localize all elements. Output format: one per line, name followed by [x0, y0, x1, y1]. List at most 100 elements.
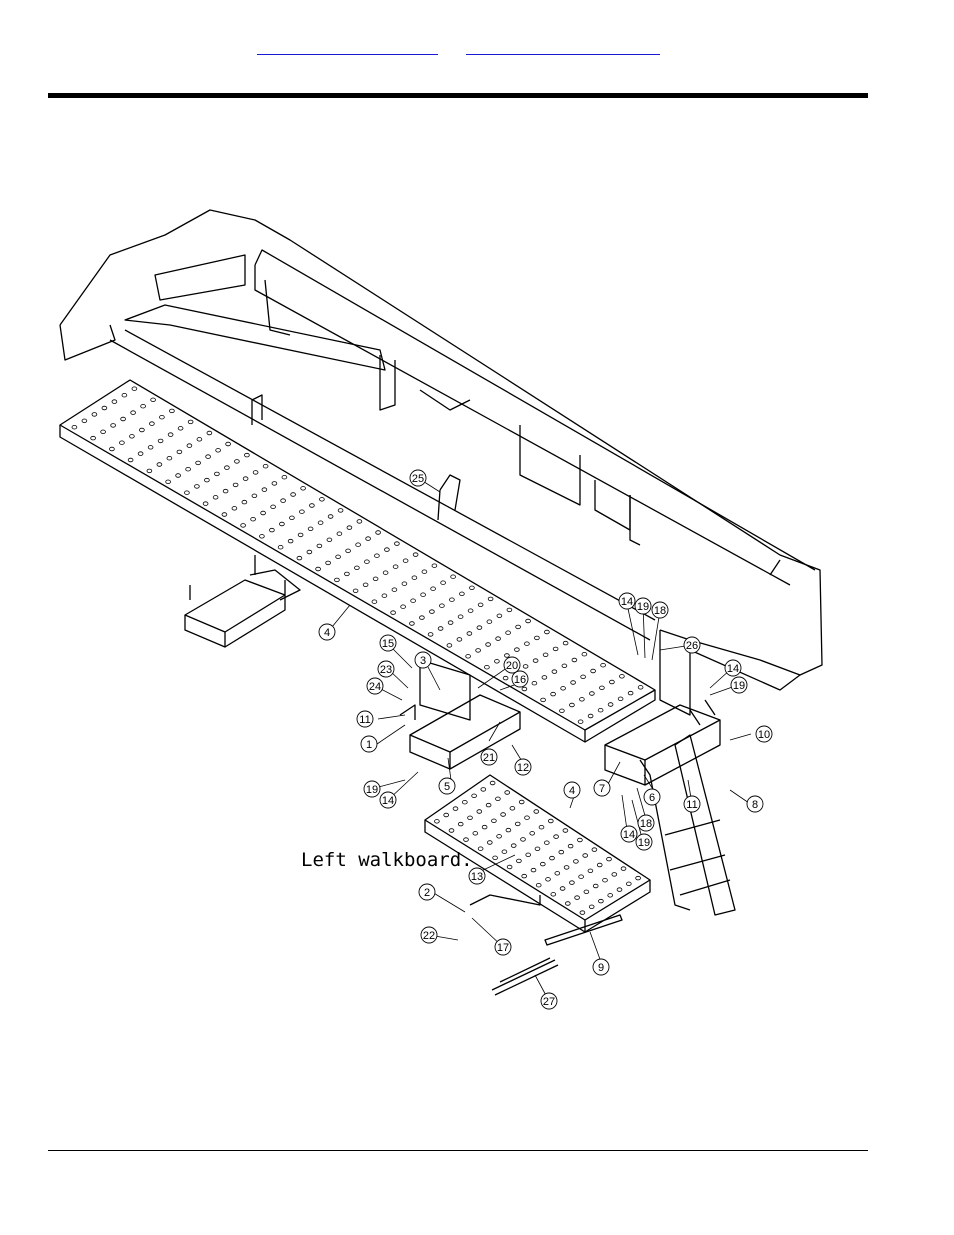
- walkboard-hole: [129, 434, 135, 439]
- walkboard-hole: [577, 837, 583, 843]
- walkboard-hole: [620, 866, 627, 871]
- walkboard-hole: [111, 399, 118, 404]
- callout-balloon: 4: [318, 623, 336, 641]
- walkboard-hole: [617, 696, 624, 701]
- callout-balloon: 19: [730, 676, 748, 694]
- callout-circle: [503, 656, 521, 674]
- walkboard-hole: [411, 575, 418, 580]
- callout-circle: [563, 781, 581, 799]
- walkboard-hole: [609, 679, 615, 685]
- callout-circle: [377, 660, 395, 678]
- walkboard-hole: [578, 874, 584, 879]
- callout-label: 5: [444, 781, 450, 793]
- callout-circle: [363, 780, 381, 798]
- walkboard-hole: [259, 534, 265, 539]
- callout-circle: [414, 651, 432, 669]
- callout-label: 15: [382, 638, 394, 650]
- walkboard-hole: [494, 659, 500, 664]
- walkboard-hole: [598, 898, 604, 904]
- callout-circle: [730, 676, 748, 694]
- callout-balloon: 8: [746, 795, 764, 813]
- walkboard-hole: [309, 503, 315, 508]
- walkboard-hole: [214, 471, 220, 477]
- walkboard-hole: [446, 643, 453, 648]
- callout-circle: [438, 777, 456, 795]
- callout-circle: [683, 636, 701, 654]
- walkboard-hole: [635, 875, 641, 881]
- walkboard-hole: [529, 831, 535, 836]
- walkboard-hole: [146, 468, 153, 474]
- callout-label: 6: [649, 792, 655, 804]
- walkboard-hole: [215, 448, 221, 453]
- header-link-1[interactable]: [257, 40, 438, 55]
- header-link-2[interactable]: [466, 40, 660, 55]
- callout-label: 2: [424, 887, 430, 899]
- walkboard-hole: [475, 648, 481, 653]
- walkboard-hole: [382, 570, 389, 575]
- walkboard-hole: [419, 615, 425, 620]
- walkboard-hole: [504, 790, 511, 795]
- walkboard-hole: [485, 802, 492, 808]
- header-rule: [48, 93, 868, 98]
- walkboard-hole: [279, 521, 285, 527]
- walkboard-hole: [533, 809, 540, 814]
- walkboard-hole: [206, 430, 213, 436]
- callout-balloon: 12: [514, 758, 532, 776]
- walkboard-hole: [457, 614, 464, 619]
- walkboard-hole: [91, 412, 98, 417]
- walkboard-hole: [119, 440, 125, 445]
- walkboard-hole: [602, 878, 608, 883]
- walkboard-hole: [486, 840, 493, 845]
- walkboard-hole: [327, 514, 334, 519]
- callout-label: 16: [514, 674, 526, 686]
- walkboard-hole: [346, 525, 353, 530]
- callout-balloon: 14: [379, 791, 397, 809]
- walkboard-hole: [326, 537, 333, 542]
- walkboard-hole: [477, 846, 484, 851]
- callout-circle: [634, 597, 652, 615]
- walkboard-hole: [547, 818, 554, 824]
- short-walkboard-holes: [434, 780, 641, 915]
- walkboard-hole: [400, 604, 406, 609]
- callout-label: 9: [598, 962, 604, 974]
- walkboard-hole: [524, 815, 530, 820]
- walkboard-hole: [81, 418, 88, 423]
- walkboard-hole: [374, 553, 380, 558]
- callout-label: 24: [369, 681, 381, 693]
- callout-label: 11: [359, 714, 370, 726]
- callout-balloon: 4: [563, 781, 581, 799]
- walkboard-hole: [306, 549, 313, 555]
- long-walkboard-holes: [71, 386, 644, 724]
- walkboard-hole: [120, 416, 126, 422]
- callout-balloon: 7: [593, 779, 611, 797]
- callout-circle: [651, 601, 669, 619]
- walkboard-hole: [222, 488, 229, 494]
- walkboard-hole: [590, 668, 596, 674]
- diagram-caption: Left walkboard.: [301, 849, 473, 871]
- callout-label: 18: [654, 605, 666, 617]
- callout-circle: [409, 469, 427, 487]
- walkboard-hole: [409, 621, 415, 626]
- walkboard-hole: [495, 796, 501, 801]
- walkboard-hole: [463, 837, 469, 842]
- walkboard-hole: [410, 598, 416, 603]
- walkboard-hole: [345, 548, 351, 553]
- walkboard-hole: [509, 806, 516, 811]
- walkboard-hole: [344, 571, 350, 577]
- walkboard-hole: [384, 547, 390, 552]
- walkboard-hole: [427, 632, 434, 637]
- walkboard-hole: [147, 445, 154, 450]
- walkboard-hole: [185, 467, 191, 472]
- callout-balloon: 19: [635, 833, 653, 851]
- walkboard-hole: [619, 674, 625, 679]
- walkboard-hole: [582, 853, 588, 858]
- walkboard-hole: [596, 862, 603, 868]
- walkboard-hole: [440, 580, 446, 585]
- walkboard-hole: [487, 596, 494, 602]
- walkboard-hole: [169, 408, 175, 414]
- callout-balloon: 22: [420, 926, 438, 944]
- walkboard-hole: [250, 517, 256, 522]
- callout-balloon: 11: [356, 710, 374, 728]
- footer-rule: [48, 1150, 868, 1151]
- walkboard-hole: [531, 681, 538, 686]
